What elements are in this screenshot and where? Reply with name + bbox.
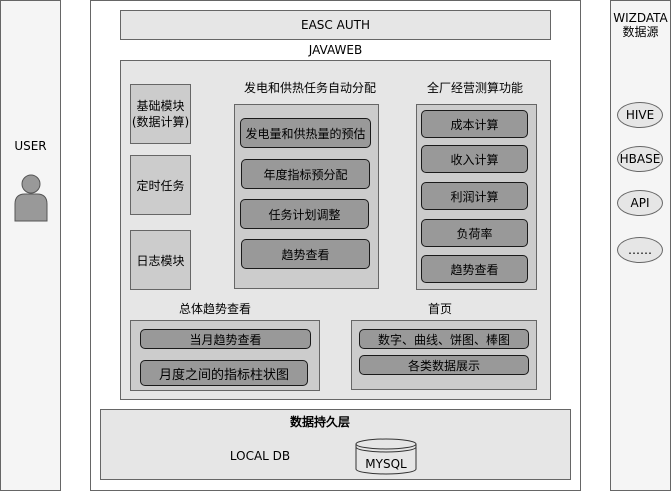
alloc-item-adjust: 任务计划调整 xyxy=(240,199,369,229)
module-log: 日志模块 xyxy=(130,230,191,290)
calc-item-income: 收入计算 xyxy=(421,145,528,173)
home-title: 首页 xyxy=(427,301,452,316)
alloc-item-annual: 年度指标预分配 xyxy=(241,159,370,189)
alloc-title: 发电和供热任务自动分配 xyxy=(243,80,376,95)
trend-title: 总体趋势查看 xyxy=(178,301,251,316)
user-actor-icon xyxy=(14,174,48,222)
home-item-data-display: 各类数据展示 xyxy=(359,355,529,375)
mysql-database-icon xyxy=(355,438,417,475)
calc-item-cost: 成本计算 xyxy=(421,110,528,138)
calc-title: 全厂经营测算功能 xyxy=(426,80,523,95)
calc-item-load-rate: 负荷率 xyxy=(421,219,528,247)
local-db-label: LOCAL DB xyxy=(229,449,291,463)
module-scheduled-task: 定时任务 xyxy=(130,155,191,215)
home-item-charts: 数字、曲线、饼图、棒图 xyxy=(359,329,529,349)
user-title: USER xyxy=(14,139,47,153)
trend-item-bar-chart: 月度之间的指标柱状图 xyxy=(140,360,308,386)
persistence-title: 数据持久层 xyxy=(289,414,350,429)
trend-item-month: 当月趋势查看 xyxy=(140,329,311,349)
source-hbase: HBASE xyxy=(617,146,663,172)
persistence-layer xyxy=(100,409,571,480)
source-api: API xyxy=(617,190,663,216)
mysql-label: MYSQL xyxy=(365,457,407,471)
module-basic: 基础模块 (数据计算) xyxy=(130,84,191,144)
user-lane xyxy=(0,0,61,491)
source-hive: HIVE xyxy=(617,102,663,128)
alloc-item-trend: 趋势查看 xyxy=(241,239,370,269)
alloc-item-estimate: 发电量和供热量的预估 xyxy=(240,118,371,148)
calc-item-trend: 趋势查看 xyxy=(421,255,528,283)
javaweb-title: JAVAWEB xyxy=(308,43,363,57)
easc-auth-bar: EASC AUTH xyxy=(120,10,551,40)
wizdata-subtitle: 数据源 xyxy=(622,25,659,39)
wizdata-title: WIZDATA xyxy=(613,10,668,25)
calc-item-profit: 利润计算 xyxy=(421,182,528,210)
module-basic-label: 基础模块 (数据计算) xyxy=(131,99,190,129)
source-more: …… xyxy=(617,237,663,263)
